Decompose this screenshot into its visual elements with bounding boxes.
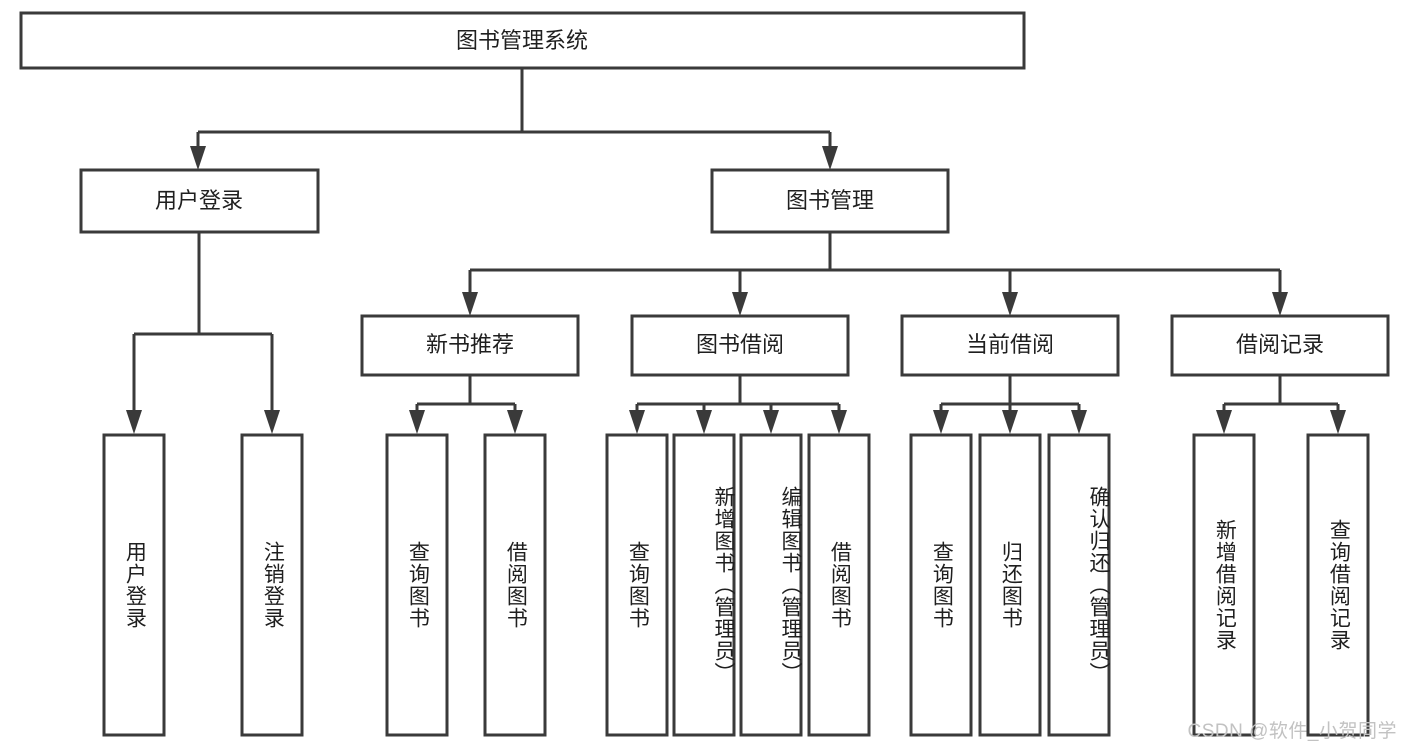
leaf-nbr-borrow-book-box[interactable]	[483, 433, 547, 737]
node-book-borrow-box[interactable]	[630, 314, 850, 377]
leaf-user-login-box[interactable]	[102, 433, 166, 737]
node-borrow-record-label: 借阅记录	[1236, 332, 1324, 357]
leaf-cb-return-book-box[interactable]	[978, 433, 1042, 737]
arrow-head-br-leaf-2	[1330, 410, 1346, 434]
leaf-br-query-record-box[interactable]	[1306, 433, 1370, 737]
arrow-head-nbr-leaf-1	[409, 410, 425, 434]
arrow-head-bb-leaf-3	[763, 410, 779, 434]
arrow-head-cb-leaf-1	[933, 410, 949, 434]
node-root-box[interactable]	[19, 11, 1026, 70]
arrow-head-bb-leaf-2	[696, 410, 712, 434]
arrow-head-nbr-leaf-2	[507, 410, 523, 434]
node-borrow-record-box[interactable]	[1170, 314, 1390, 377]
leaf-br-add-record-box[interactable]	[1192, 433, 1256, 737]
arrow-head-new-book-recommend	[462, 292, 478, 316]
node-book-manage-box[interactable]	[710, 168, 950, 234]
csdn-watermark: CSDN @软件_小贺同学	[1187, 721, 1397, 742]
arrow-head-book-manage	[822, 146, 838, 170]
arrow-head-cb-leaf-3	[1071, 410, 1087, 434]
node-root-label: 图书管理系统	[456, 28, 588, 53]
arrow-head-bb-leaf-4	[831, 410, 847, 434]
leaf-cb-confirm-return-box[interactable]	[1047, 433, 1111, 737]
arrow-head-leaf-logout	[264, 410, 280, 434]
node-new-book-recommend-label: 新书推荐	[426, 332, 514, 357]
arrow-head-current-borrow	[1002, 292, 1018, 316]
node-current-borrow-label: 当前借阅	[966, 332, 1054, 357]
node-user-login-label: 用户登录	[155, 188, 243, 213]
leaf-bb-borrow-book-box[interactable]	[807, 433, 871, 737]
arrow-head-borrow-record	[1272, 292, 1288, 316]
node-book-manage-label: 图书管理	[786, 188, 874, 213]
arrow-head-bb-leaf-1	[629, 410, 645, 434]
leaf-cb-query-book-box[interactable]	[909, 433, 973, 737]
leaf-logout-box[interactable]	[240, 433, 304, 737]
arrow-head-br-leaf-1	[1216, 410, 1232, 434]
leaf-bb-edit-book-box[interactable]	[739, 433, 803, 737]
arrow-head-cb-leaf-2	[1002, 410, 1018, 434]
node-current-borrow-box[interactable]	[900, 314, 1120, 377]
node-book-borrow-label: 图书借阅	[696, 332, 784, 357]
arrow-head-book-borrow	[732, 292, 748, 316]
leaf-bb-add-book-box[interactable]	[672, 433, 736, 737]
node-new-book-recommend-box[interactable]	[360, 314, 580, 377]
arrow-head-leaf-user-login	[126, 410, 142, 434]
leaf-nbr-query-book-box[interactable]	[385, 433, 449, 737]
arrow-head-user-login	[190, 146, 206, 170]
leaf-bb-query-book-box[interactable]	[605, 433, 669, 737]
